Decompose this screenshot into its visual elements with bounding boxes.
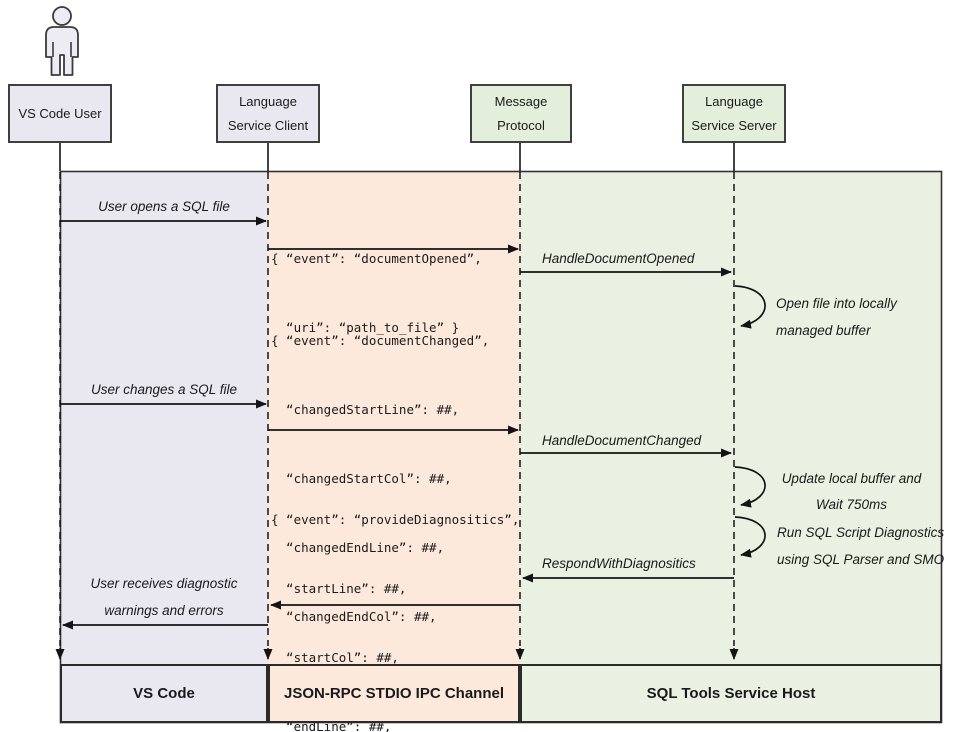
note-line2: using SQL Parser and SMO bbox=[777, 552, 945, 567]
footer-box-sql-tools-service-host: SQL Tools Service Host bbox=[520, 664, 942, 723]
actor-label-line1: Message bbox=[494, 93, 548, 109]
note-update-buffer: Update local buffer and Wait 750ms bbox=[774, 466, 929, 518]
code-line: “changedStartCol”: ##, bbox=[271, 471, 452, 486]
actor-label-line2: Protocol bbox=[497, 117, 545, 133]
footer-box-ipc-channel: JSON-RPC STDIO IPC Channel bbox=[268, 664, 520, 723]
footer-label: VS Code bbox=[133, 685, 195, 702]
label-user-changes-sql-file: User changes a SQL file bbox=[90, 382, 238, 397]
loop-open-file-buffer bbox=[734, 285, 766, 329]
actor-label-line2: Service Server bbox=[691, 117, 777, 133]
note-run-diagnostics: Run SQL Script Diagnostics using SQL Par… bbox=[777, 519, 944, 573]
loop-update-buffer bbox=[734, 466, 766, 508]
code-line: “uri”: “path_to_file” } bbox=[271, 320, 460, 335]
label-line2: warnings and errors bbox=[104, 603, 224, 618]
footer-label: SQL Tools Service Host bbox=[646, 685, 816, 702]
loop-run-diagnostics bbox=[734, 516, 766, 558]
label-user-opens-sql-file: User opens a SQL file bbox=[98, 199, 230, 214]
label-user-receives-diagnostics: User receives diagnostic warnings and er… bbox=[60, 570, 268, 624]
lane-ipc-band bbox=[268, 171, 520, 723]
label-handle-document-opened: HandleDocumentOpened bbox=[542, 251, 695, 266]
code-line: “changedEndLine”: ##, bbox=[271, 540, 445, 555]
code-line: “startCol”: ##, bbox=[271, 650, 399, 665]
label-line1: User receives diagnostic bbox=[90, 576, 238, 591]
note-line2: Wait 750ms bbox=[815, 497, 888, 512]
footer-label: JSON-RPC STDIO IPC Channel bbox=[283, 685, 505, 702]
actor-label-line2: Service Client bbox=[227, 117, 309, 133]
note-line2: managed buffer bbox=[776, 323, 871, 338]
actor-label-line1: Language bbox=[239, 93, 297, 109]
footer-box-vscode: VS Code bbox=[60, 664, 268, 723]
actor-box-language-service-client: Language Service Client bbox=[216, 84, 320, 143]
label-respond-with-diagnostics: RespondWithDiagnositics bbox=[542, 556, 696, 571]
payload-document-opened: { “event”: “documentOpened”, “uri”: “pat… bbox=[271, 201, 482, 385]
code-line: { “event”: “documentOpened”, bbox=[271, 251, 482, 266]
lane-vscode-band bbox=[60, 171, 268, 723]
note-open-file-buffer: Open file into locally managed buffer bbox=[776, 290, 897, 344]
note-line1: Open file into locally bbox=[776, 296, 897, 311]
note-line1: Update local buffer and bbox=[781, 471, 922, 486]
code-line: “changedEndCol”: ##, bbox=[271, 609, 437, 624]
actor-box-vscode-user: VS Code User bbox=[8, 84, 112, 143]
actor-box-message-protocol: Message Protocol bbox=[470, 84, 572, 143]
label-handle-document-changed: HandleDocumentChanged bbox=[542, 433, 702, 448]
user-actor-icon bbox=[45, 6, 79, 76]
lane-host-band bbox=[520, 171, 942, 723]
actor-label-line1: Language bbox=[705, 93, 763, 109]
note-line1: Run SQL Script Diagnostics bbox=[777, 525, 945, 540]
actor-box-language-service-server: Language Service Server bbox=[682, 84, 786, 143]
code-line: “startLine”: ##, bbox=[271, 581, 407, 596]
code-line: { “event”: “provideDiagnositics”, bbox=[271, 512, 520, 527]
code-line: “changedStartLine”: ##, bbox=[271, 402, 460, 417]
code-line: { “event”: “documentChanged”, bbox=[271, 333, 490, 348]
actor-label: VS Code User bbox=[18, 105, 102, 121]
